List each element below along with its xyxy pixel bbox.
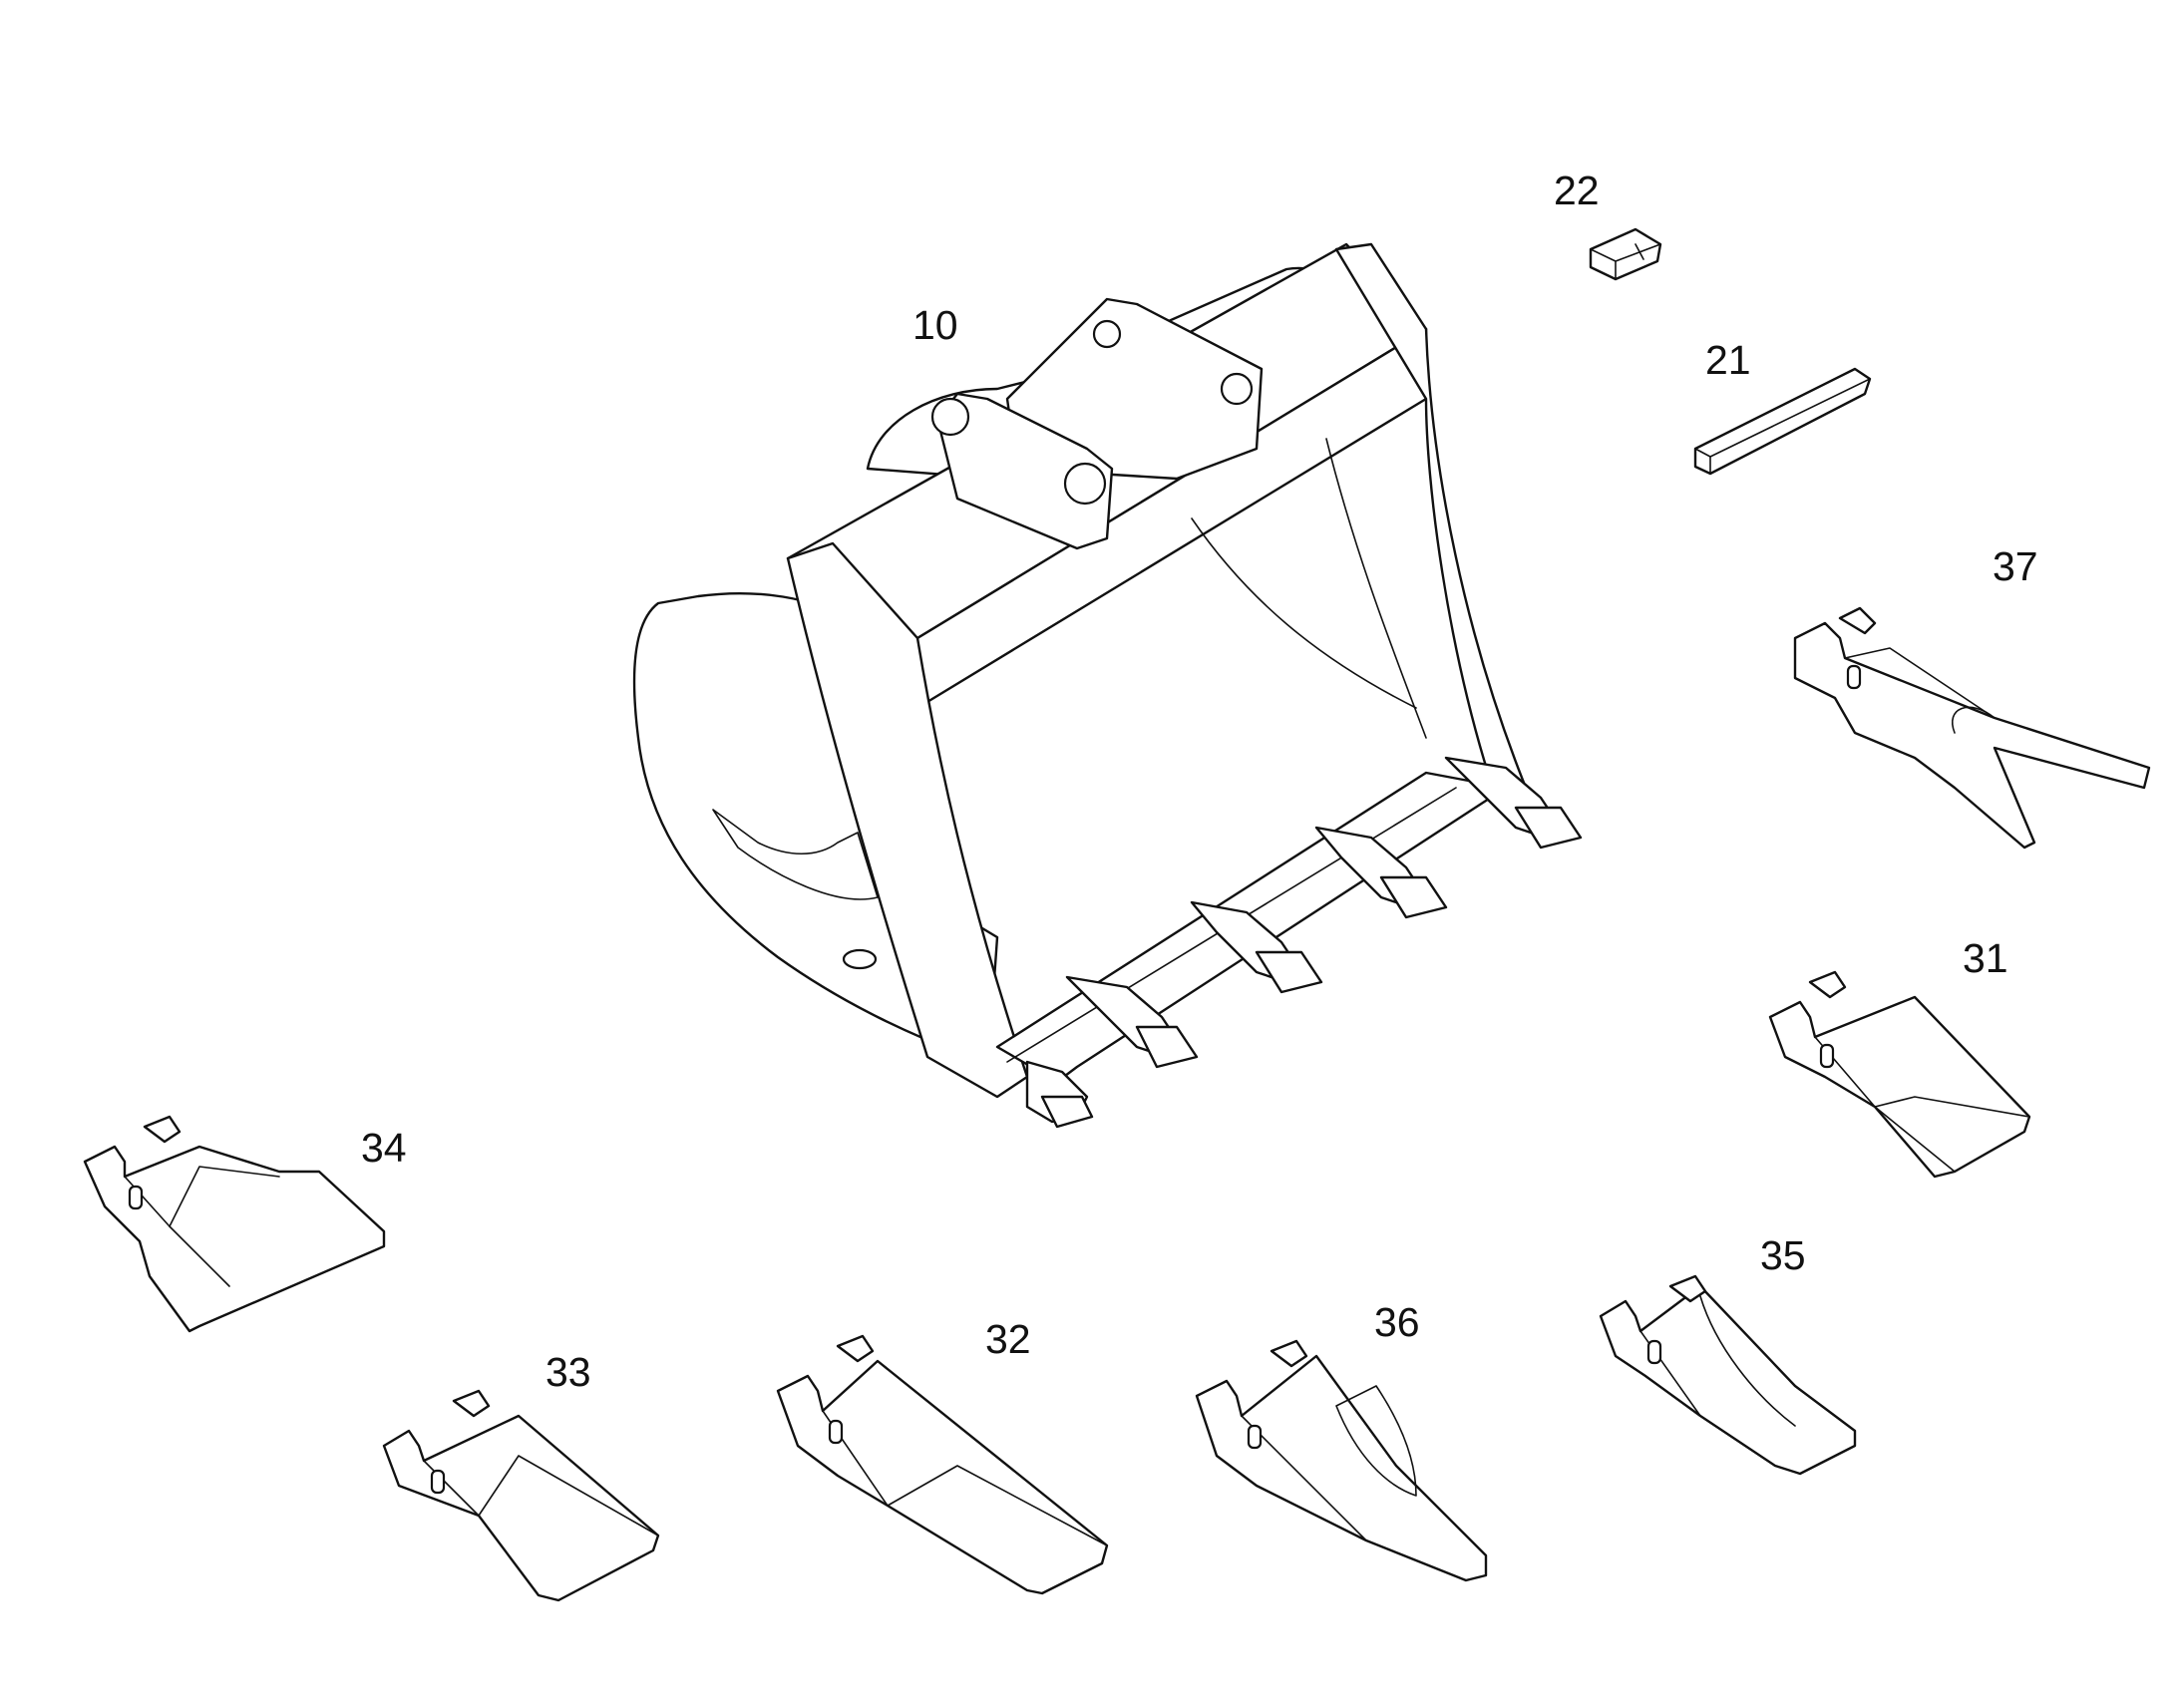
- callout-33: 33: [545, 1349, 591, 1395]
- hinge-pin-hole-4: [1063, 462, 1107, 506]
- side-wear-plate: [712, 809, 879, 900]
- part-34-tooth: [83, 1115, 386, 1333]
- bucket-tooth-3: [1190, 900, 1323, 994]
- hinge-pin-hole-3: [930, 397, 970, 437]
- callout-32: 32: [985, 1316, 1031, 1362]
- hinge-pin-hole-1: [1092, 319, 1122, 349]
- part-37-tooth: [1793, 606, 2151, 850]
- bucket-assembly: [632, 242, 1583, 1129]
- part-22-lock: [1589, 227, 1662, 281]
- part-32-tooth: [776, 1334, 1109, 1595]
- hinge-pin-hole-2: [1220, 372, 1254, 406]
- callout-37: 37: [1993, 543, 2038, 589]
- part-31-tooth: [1768, 970, 2031, 1179]
- part-36-tooth: [1195, 1339, 1488, 1582]
- callout-10: 10: [912, 302, 958, 348]
- callout-35: 35: [1760, 1232, 1806, 1278]
- bucket-tooth-1: [1025, 1060, 1094, 1129]
- callout-31: 31: [1963, 935, 2008, 981]
- part-33-tooth: [382, 1389, 660, 1602]
- bucket-tooth-4: [1314, 826, 1448, 919]
- callout-34: 34: [361, 1125, 407, 1171]
- part-35-tooth: [1599, 1274, 1857, 1476]
- bucket-inner-right-curve: [1325, 438, 1427, 739]
- callout-36: 36: [1374, 1299, 1420, 1345]
- hinge-ear-front: [935, 392, 1114, 550]
- left-side-bar: [786, 541, 1029, 1099]
- bucket-inner-back-curve: [1191, 517, 1417, 709]
- callout-22: 22: [1554, 168, 1600, 213]
- bucket-tooth-5: [1444, 756, 1583, 850]
- callout-21: 21: [1705, 337, 1751, 383]
- part-21-pin: [1693, 367, 1872, 476]
- bucket-tooth-2: [1065, 975, 1199, 1069]
- side-plate-hole: [842, 948, 878, 970]
